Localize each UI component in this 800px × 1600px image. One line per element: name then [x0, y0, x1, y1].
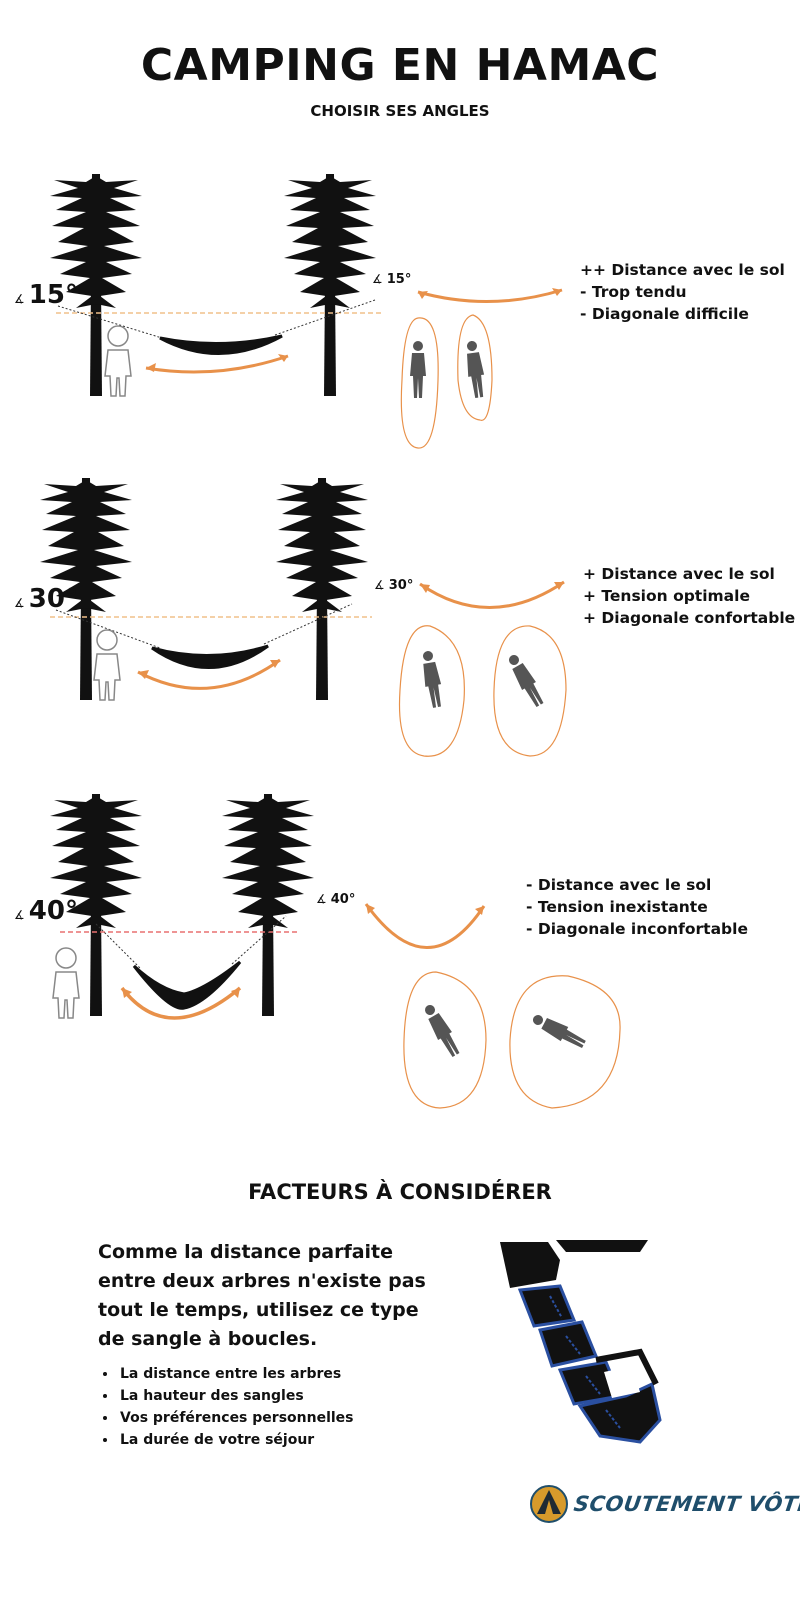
curve-arrow: [419, 580, 565, 609]
strap-line: [263, 603, 353, 645]
curve-arrow: [120, 986, 242, 1020]
person-outline-icon: [93, 629, 121, 701]
hammock-top-view: [457, 314, 493, 421]
angle-label: ∡30°: [14, 584, 78, 614]
factors-list: La distance entre les arbres La hauteur …: [100, 1363, 354, 1451]
angle-label: ∡15°: [14, 280, 78, 310]
note-line: - Tension inexistante: [526, 898, 708, 916]
hammock-icon: [159, 334, 283, 355]
angle-label-small: ∡15°: [372, 272, 411, 287]
person-silhouette-icon: [410, 341, 426, 398]
row-40-diagram: [50, 794, 621, 1109]
strap-line: [231, 915, 287, 965]
hammock-top-view: [403, 971, 487, 1109]
angle-icon: ∡: [14, 292, 25, 306]
note-line: + Tension optimale: [583, 587, 750, 605]
page-title: CAMPING EN HAMAC: [140, 40, 660, 91]
factors-paragraph: Comme la distance parfaite entre deux ar…: [98, 1241, 426, 1350]
strap-line: [95, 923, 141, 969]
angle-label: ∡40°: [14, 896, 78, 926]
list-item: La durée de votre séjour: [118, 1429, 354, 1451]
row-notes: - Distance avec le sol - Tension inexist…: [526, 874, 748, 940]
hammock-top-view: [509, 975, 621, 1109]
brand-name: SCOUTEMENT VÔTRE: [572, 1492, 800, 1516]
curve-arrow: [417, 288, 563, 304]
angle-value: 40°: [28, 896, 78, 926]
person-silhouette-icon: [419, 649, 445, 709]
angle-icon: ∡: [14, 596, 25, 610]
angle-value: 40°: [330, 892, 356, 907]
note-line: - Diagonale difficile: [580, 305, 749, 323]
hammock-top-view: [398, 625, 465, 757]
strap-line: [274, 299, 376, 336]
hammock-top-view: [493, 625, 567, 757]
person-silhouette-icon: [420, 1001, 463, 1060]
strap-loop-icon: [500, 1240, 662, 1444]
curve-arrow: [137, 658, 281, 690]
note-line: - Trop tendu: [580, 283, 687, 301]
row-30-diagram: [40, 478, 567, 757]
strap-line: [57, 305, 176, 343]
angle-label-small: ∡30°: [374, 578, 413, 593]
angle-icon: ∡: [14, 908, 25, 922]
person-outline-icon: [104, 325, 132, 397]
row-15-diagram: [50, 174, 563, 449]
brand-logo-icon: [530, 1485, 568, 1523]
section-title: FACTEURS À CONSIDÉRER: [248, 1180, 552, 1204]
note-line: + Diagonale confortable: [583, 609, 796, 627]
angle-label-small: ∡40°: [316, 892, 355, 907]
note-line: - Distance avec le sol: [526, 876, 712, 894]
tree-icon: [276, 478, 368, 700]
note-line: ++ Distance avec le sol: [580, 261, 785, 279]
row-notes: ++ Distance avec le sol - Trop tendu - D…: [580, 259, 785, 325]
page-subtitle: CHOISIR SES ANGLES: [310, 102, 490, 120]
hammock-icon: [132, 960, 242, 1010]
hammock-icon: [151, 644, 269, 669]
person-outline-icon: [52, 947, 80, 1019]
angle-value: 30°: [28, 584, 78, 614]
tree-icon: [284, 174, 376, 396]
angle-icon: ∡: [372, 272, 383, 286]
curve-arrow: [145, 354, 289, 374]
hammock-top-view: [400, 317, 439, 449]
person-silhouette-icon: [529, 1010, 588, 1052]
angle-value: 30°: [388, 578, 414, 593]
tree-icon: [222, 794, 314, 1016]
person-silhouette-icon: [504, 651, 547, 710]
row-notes: + Distance avec le sol + Tension optimal…: [583, 563, 795, 629]
angle-icon: ∡: [374, 578, 385, 592]
angle-icon: ∡: [316, 892, 327, 906]
curve-arrow: [364, 903, 486, 949]
note-line: - Diagonale inconfortable: [526, 920, 748, 938]
note-line: + Distance avec le sol: [583, 565, 775, 583]
list-item: La hauteur des sangles: [118, 1385, 354, 1407]
strap-line: [55, 609, 161, 649]
angle-value: 15°: [386, 272, 412, 287]
list-item: La distance entre les arbres: [118, 1363, 354, 1385]
person-silhouette-icon: [463, 339, 488, 399]
list-item: Vos préférences personnelles: [118, 1407, 354, 1429]
angle-value: 15°: [28, 280, 78, 310]
